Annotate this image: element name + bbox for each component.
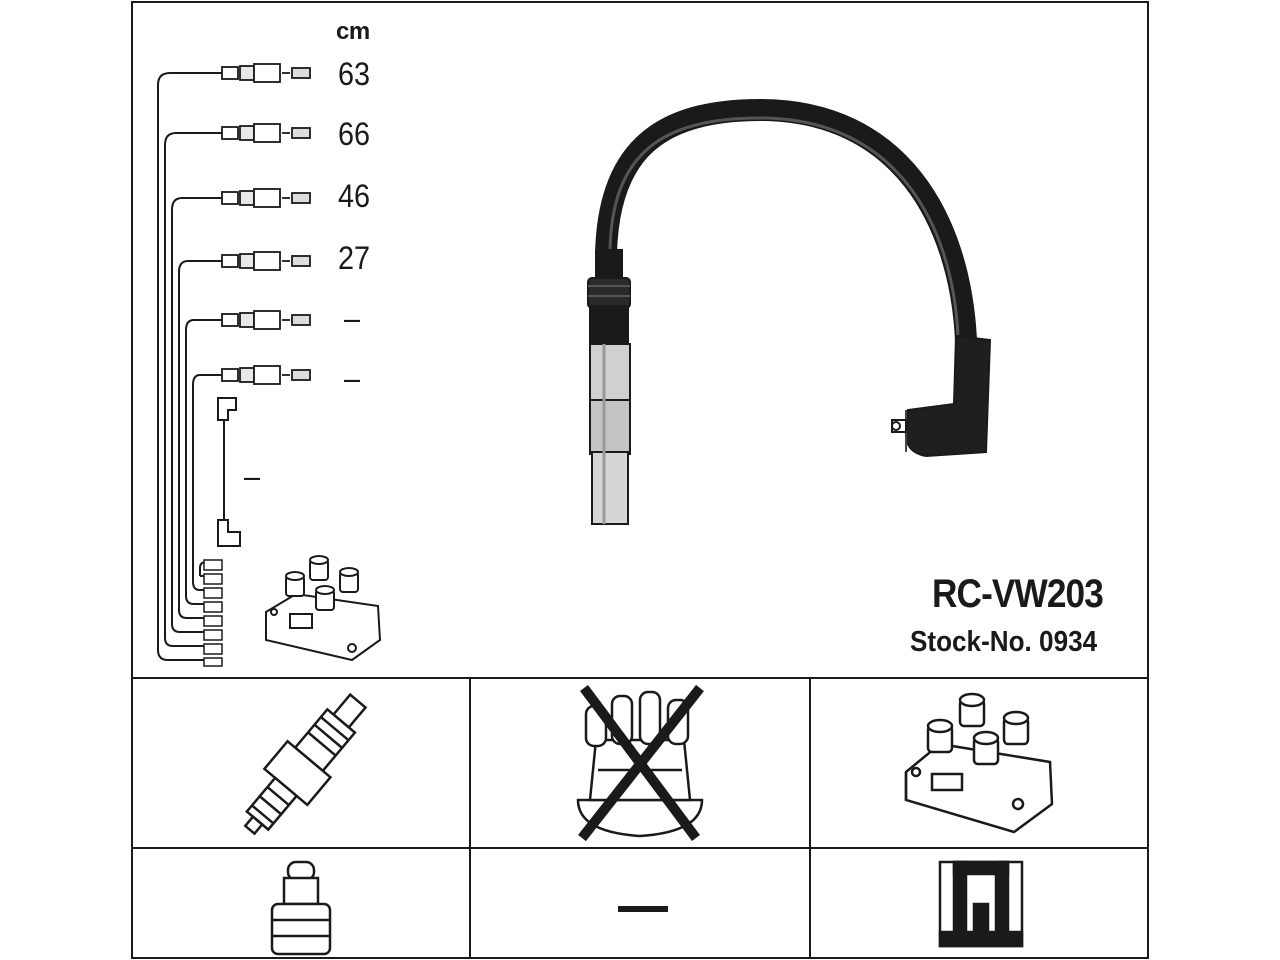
cable-layout-schematic [157,63,382,667]
wire-2 [164,132,222,647]
coil-lead [217,397,241,547]
cable-wire [595,98,977,351]
stock-number: Stock-No. 0934 [910,626,1098,658]
connector-row-5 [221,310,311,330]
connector-row-1 [221,63,311,83]
terminal-stack [203,559,223,667]
wire-6 [192,374,222,591]
ignition-coil-icon [904,692,1054,834]
connector-row-6 [221,365,311,385]
wire-3 [171,197,222,633]
plug-terminal-icon [270,860,332,956]
coil-terminal-icon [938,860,1024,948]
wire-5 [185,319,222,605]
connector-row-2 [221,123,311,143]
wire-4 [178,260,222,619]
coil-lead-length: – [244,458,261,494]
angled-boot [891,334,992,458]
cable-length-5: – [344,300,361,336]
connector-row-4 [221,251,311,271]
wire-1 [157,72,222,661]
cable-length-6: – [344,360,361,396]
spark-plug-icon [243,692,368,836]
connector-row-3 [221,188,311,208]
distributor-cap-crossed-icon [576,684,704,842]
cable-length-2: 66 [338,116,371,152]
cable-length-1: 63 [338,56,371,92]
ignition-cable-illustration [587,98,992,525]
product-model: RC-VW203 [932,572,1104,616]
no-connector-dash [618,906,668,912]
straight-boot [587,249,631,525]
small-coil-pack-icon [265,555,382,662]
frame [131,1,1149,959]
cable-length-3: 46 [338,178,371,214]
cable-length-4: 27 [338,240,371,276]
length-unit-label: cm [336,18,370,45]
